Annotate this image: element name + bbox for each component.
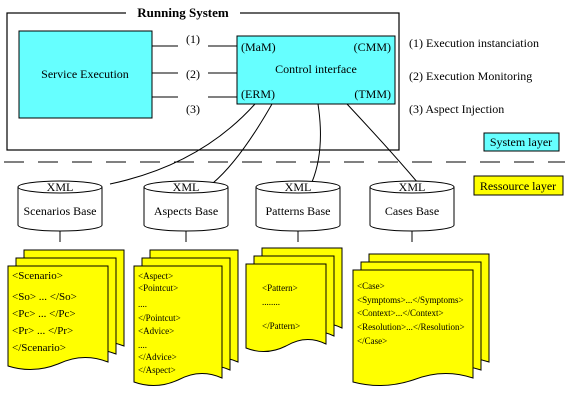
case-doc-stack — [352, 253, 490, 386]
cases-base-cylinder: XML Cases Base — [369, 180, 455, 232]
cases-xml-tag: XML — [399, 180, 426, 194]
legend-item-2: (2) Execution Monitoring — [409, 69, 532, 83]
svg-text:</Pointcut>: </Pointcut> — [138, 313, 181, 323]
scenarios-xml-tag: XML — [47, 180, 74, 194]
scenarios-base-cylinder: XML Scenarios Base — [17, 180, 103, 232]
aspects-base-label: Aspects Base — [154, 204, 218, 218]
cases-base-label: Cases Base — [385, 204, 439, 218]
control-interface-label: Control interface — [275, 62, 357, 76]
scenarios-base-label: Scenarios Base — [24, 204, 97, 218]
svg-text:<Resolution>...</Resolution>: <Resolution>...</Resolution> — [357, 322, 465, 332]
svg-text:<Symptoms>...</Symptoms>: <Symptoms>...</Symptoms> — [357, 295, 464, 305]
svg-text:<Pr> ... </Pr>: <Pr> ... </Pr> — [12, 325, 73, 337]
case-doc-stack-page-1 — [352, 269, 474, 386]
svg-text:<So> ... </So>: <So> ... </So> — [12, 291, 77, 303]
pattern-doc-stack-page-1 — [245, 263, 327, 352]
svg-text:<Scenario>: <Scenario> — [12, 270, 63, 282]
system-layer-label: System layer — [490, 135, 552, 149]
svg-text:</Aspect>: </Aspect> — [138, 365, 176, 375]
svg-text:</Advice>: </Advice> — [138, 352, 177, 362]
base-links — [109, 103, 419, 185]
svg-text:</Scenario>: </Scenario> — [12, 342, 66, 354]
svg-text:<Pattern>: <Pattern> — [262, 283, 298, 293]
document-stacks — [7, 247, 490, 386]
patterns-base-cylinder: XML Patterns Base — [255, 180, 341, 232]
svg-text:<Case>: <Case> — [357, 281, 385, 291]
scenario-doc-text: <Scenario> <So> ... </So> <Pc> ... </Pc>… — [12, 270, 77, 354]
svg-text:<Aspect>: <Aspect> — [138, 271, 173, 281]
system-layer-box — [483, 132, 560, 152]
legend-item-1: (1) Execution instanciation — [409, 36, 539, 50]
svg-text:........: ........ — [262, 297, 280, 307]
patterns-xml-tag: XML — [285, 180, 312, 194]
svg-text:....: .... — [138, 340, 147, 350]
conn-label-2: (2) — [186, 67, 200, 81]
scenario-doc-stack-page-1 — [7, 265, 109, 370]
aspect-doc-stack — [133, 249, 239, 386]
patterns-base-label: Patterns Base — [266, 204, 331, 218]
scenario-doc-stack — [7, 249, 125, 370]
svg-text:<Pc> ... </Pc>: <Pc> ... </Pc> — [12, 308, 76, 320]
aspect-doc-text: <Aspect> <Pointcut> .... </Pointcut> <Ad… — [138, 271, 181, 375]
control-interface-box — [236, 35, 396, 105]
legend-item-3: (3) Aspect Injection — [409, 102, 504, 116]
case-doc-text: <Case> <Symptoms>...</Symptoms> <Context… — [357, 281, 465, 346]
erm-label: (ERM) — [241, 87, 275, 101]
running-system-title: Running System — [137, 5, 229, 20]
svg-text:</Pattern>: </Pattern> — [262, 321, 300, 331]
cylinder-stems — [59, 231, 413, 242]
aspect-doc-stack-page-1 — [133, 265, 223, 386]
service-execution-label: Service Execution — [41, 67, 129, 81]
conn-label-3: (3) — [186, 102, 200, 116]
pattern-doc-stack — [245, 247, 343, 352]
connectors — [152, 45, 237, 98]
service-execution-box — [18, 30, 153, 119]
aspects-xml-tag: XML — [173, 180, 200, 194]
pattern-doc-text: <Pattern> ........ </Pattern> — [262, 283, 300, 331]
aspects-base-cylinder: XML Aspects Base — [143, 180, 229, 232]
tmm-label: (TMM) — [354, 87, 391, 101]
maM-label: (MaM) — [241, 40, 276, 54]
cmm-label: (CMM) — [354, 40, 391, 54]
svg-text:</Case>: </Case> — [357, 336, 387, 346]
svg-text:....: .... — [138, 299, 147, 309]
svg-text:<Advice>: <Advice> — [138, 326, 174, 336]
svg-text:<Context>...</Context>: <Context>...</Context> — [357, 308, 444, 318]
conn-label-1: (1) — [186, 32, 200, 46]
resource-layer-box — [473, 175, 564, 196]
resource-layer-label: Ressource layer — [480, 179, 556, 193]
svg-text:<Pointcut>: <Pointcut> — [138, 283, 178, 293]
